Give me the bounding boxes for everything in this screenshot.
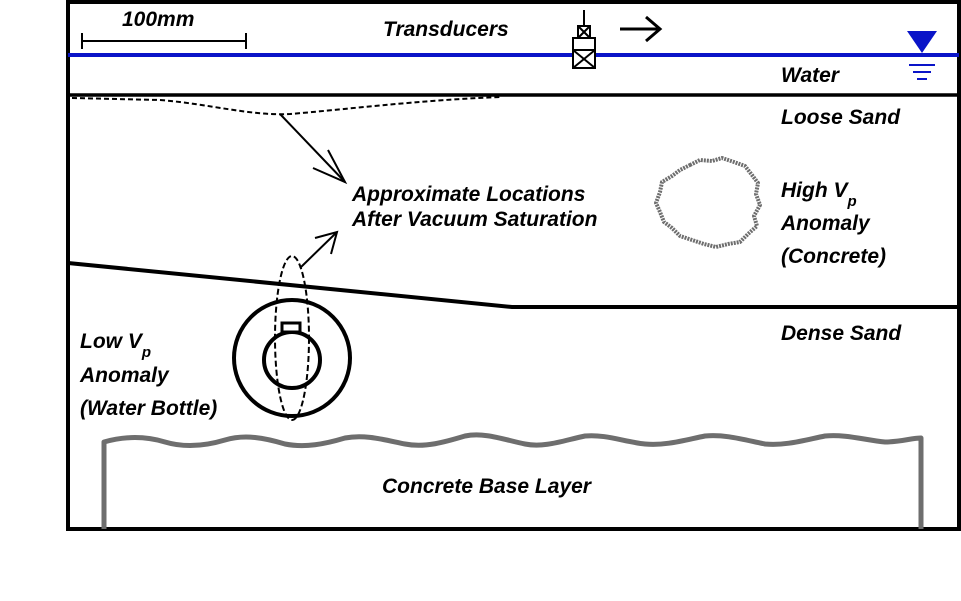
bottle-displacement-arrow-icon: [299, 230, 339, 269]
tank-frame: [66, 0, 961, 531]
scale-bar-label: 100mm: [122, 8, 194, 31]
dashed-settled-surface: [71, 96, 501, 116]
travel-direction-arrow-icon: [620, 15, 663, 43]
low-material-label: (Water Bottle): [80, 397, 217, 420]
loose-dense-sand-boundary: [67, 261, 959, 309]
dense-sand-label: Dense Sand: [781, 322, 902, 345]
water-table-symbol-icon: [907, 31, 937, 80]
low-vp-anomaly-water-bottle: [232, 298, 352, 418]
high-material-label: (Concrete): [781, 245, 886, 268]
settlement-arrow-icon: [279, 113, 348, 185]
high-vp-label: High Vp: [781, 179, 857, 210]
low-anomaly-label: Anomaly: [79, 364, 170, 387]
high-vp-anomaly-concrete: [654, 156, 762, 249]
dashed-settled-bottle-outline: [274, 255, 310, 421]
low-vp-label: Low Vp: [80, 330, 151, 361]
transducer-icon: [572, 10, 596, 69]
concrete-base-label: Concrete Base Layer: [382, 475, 593, 498]
concrete-base-layer: [101, 432, 924, 529]
scale-bar: [81, 33, 247, 49]
water-label: Water: [781, 64, 841, 87]
transducers-label: Transducers: [383, 18, 509, 41]
approx-locations-line2: After Vacuum Saturation: [351, 208, 597, 231]
loose-sand-label: Loose Sand: [781, 106, 901, 129]
high-anomaly-label: Anomaly: [780, 212, 871, 235]
approx-locations-line1: Approximate Locations: [351, 183, 585, 206]
